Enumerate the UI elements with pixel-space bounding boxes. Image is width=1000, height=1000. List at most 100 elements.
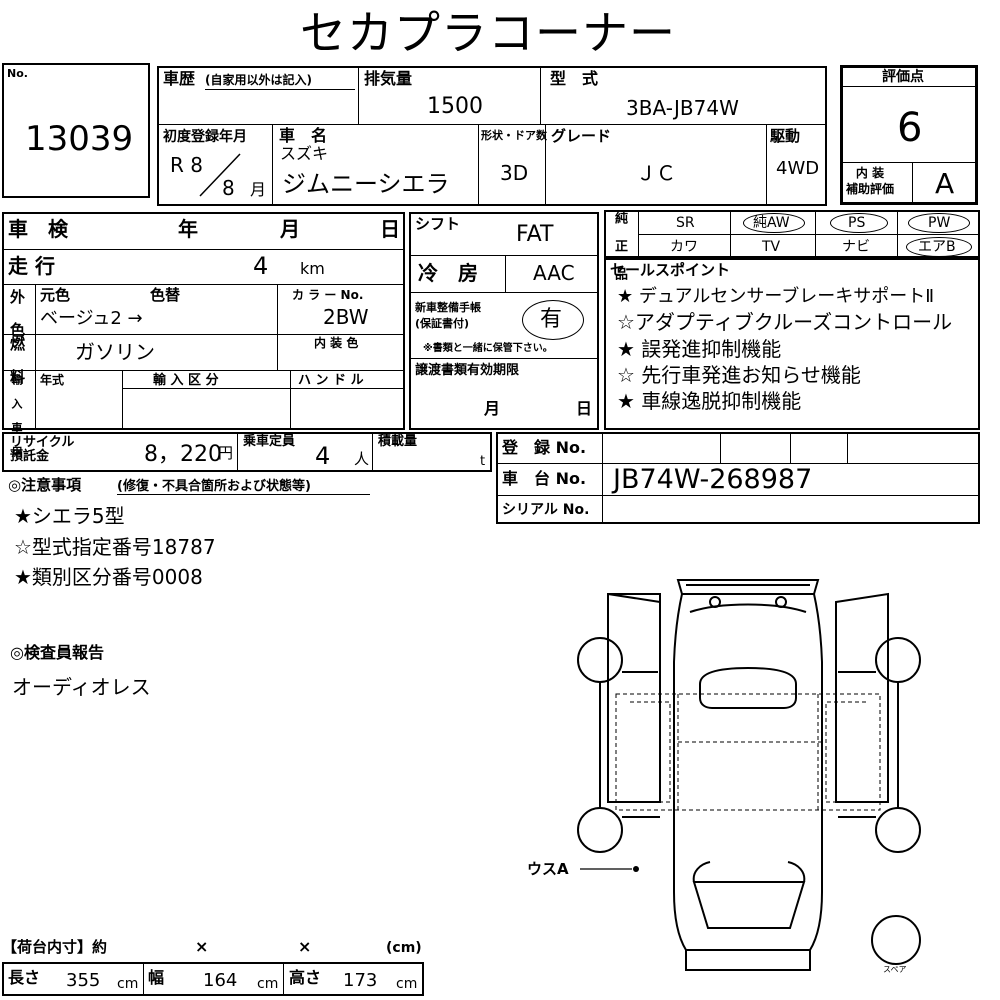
- sales-point-2: ☆アダプティブクルーズコントロール: [617, 310, 953, 334]
- recycle-value: 8，220: [144, 442, 222, 467]
- serial-no-label: シリアル No.: [502, 502, 590, 518]
- cargo-box: [2, 962, 424, 996]
- load-label: 積載量: [378, 434, 418, 449]
- lot-number: 13039: [25, 119, 134, 159]
- history-label: 車歴: [163, 69, 196, 88]
- equip-pw: PW: [928, 215, 951, 231]
- capacity-value: 4: [315, 442, 331, 470]
- fuel-value: ガソリン: [75, 340, 155, 364]
- drive-value: 4WD: [776, 158, 820, 179]
- sales-point-5: ★ 車線逸脱抑制機能: [617, 389, 802, 413]
- spare-label: スペア: [883, 965, 907, 974]
- recycle-box: [2, 432, 492, 472]
- mileage-unit: km: [300, 259, 325, 278]
- fuel-side-label: 燃 料: [8, 336, 26, 384]
- note-1: ★シエラ5型: [14, 504, 125, 528]
- equip-airbag-circle: [906, 237, 972, 257]
- first-registration-label: 初度登録年月: [163, 129, 247, 145]
- car-maker: スズキ: [280, 144, 329, 163]
- shift-label: シフト: [415, 215, 461, 233]
- import-year-label: 年式: [40, 373, 65, 387]
- cargo-length-unit: cm: [117, 976, 139, 992]
- equip-leather: カワ: [670, 239, 698, 255]
- sales-point-4: ☆ 先行車発進お知らせ機能: [617, 363, 861, 387]
- doors-label: 形状・ドア数: [481, 129, 547, 142]
- cargo-width: 164: [203, 970, 238, 991]
- notes-sub-label: (修復・不具合箇所および状態等): [117, 479, 311, 494]
- evaluation-label: 評価点: [882, 69, 924, 85]
- equip-tv: TV: [762, 239, 781, 255]
- inspection-box: [2, 212, 405, 430]
- grade-label: グレード: [551, 127, 612, 145]
- first-registration-era: R 8: [170, 153, 203, 177]
- note-2: ☆型式指定番号18787: [14, 535, 216, 559]
- color-code-value: 2BW: [323, 305, 369, 329]
- vehicle-info-box: [157, 66, 827, 206]
- cargo-x1: ×: [195, 937, 209, 956]
- first-registration-month: 8: [222, 176, 235, 200]
- capacity-label: 乗車定員: [243, 434, 296, 449]
- registration-no-label: 登 録 No.: [502, 438, 587, 457]
- cargo-height-unit: cm: [396, 976, 418, 992]
- mileage-value: 4: [253, 252, 269, 280]
- car-name-label: 車 名: [279, 126, 328, 145]
- color-original-label: 元色: [40, 286, 71, 304]
- maintenance-value: 有: [540, 307, 563, 332]
- aircon-label: 冷 房: [418, 261, 478, 285]
- history-sub-label: (自家用以外は記入): [205, 73, 312, 87]
- displacement-value: 1500: [427, 94, 483, 119]
- inspection-year: 年: [178, 217, 198, 241]
- equip-ps-circle: [830, 213, 888, 233]
- inspection-month: 月: [280, 217, 300, 241]
- registration-box: [496, 432, 980, 524]
- drive-label: 駆動: [770, 127, 801, 145]
- model-code-label: 型 式: [550, 69, 599, 88]
- grade-value: ＪＣ: [636, 161, 676, 185]
- sales-point-3: ★ 誤発進抑制機能: [617, 337, 782, 361]
- import-handle-label: ハ ン ド ル: [298, 373, 364, 388]
- shift-box: [409, 212, 599, 430]
- evaluation-score: 6: [897, 105, 923, 151]
- equip-ps: PS: [848, 215, 866, 231]
- capacity-unit: 人: [354, 450, 370, 468]
- recycle-unit: 円: [218, 444, 234, 462]
- inspection-day: 日: [380, 217, 400, 241]
- note-3: ★類別区分番号0008: [14, 565, 203, 589]
- car-diagram: [577, 579, 921, 971]
- interior-grade-label: 内 装 補助評価: [846, 166, 895, 196]
- lot-box: [2, 63, 150, 198]
- color-side-label: 外 色: [8, 289, 26, 337]
- cargo-height: 173: [343, 970, 378, 991]
- transfer-month: 月: [484, 399, 501, 418]
- interior-color-label: 内 装 色: [314, 336, 359, 350]
- notes-label: ◎注意事項: [8, 476, 82, 494]
- equip-alloy-wheel: 純AW: [753, 215, 790, 231]
- displacement-label: 排気量: [364, 69, 413, 88]
- car-name-value: ジムニーシエラ: [282, 170, 450, 198]
- cargo-unit-label: (cm): [386, 940, 422, 956]
- chassis-no-value: JB74W-268987: [613, 464, 813, 495]
- import-side-label: 輸 入 車 用: [10, 374, 23, 457]
- color-change-label: 色替: [150, 286, 181, 304]
- equip-navi: ナビ: [842, 239, 870, 255]
- cargo-label: 【荷台内寸】約: [2, 938, 108, 956]
- transfer-day: 日: [576, 399, 593, 418]
- shift-value: FAT: [516, 222, 554, 247]
- diagram-annotation: ウスA: [527, 860, 569, 878]
- chassis-no-label: 車 台 No.: [502, 469, 587, 488]
- equip-pw-circle: [908, 213, 970, 233]
- recycle-label: リサイクル 預託金: [10, 435, 75, 465]
- date-slash: [195, 152, 245, 198]
- equip-alloy-circle: [743, 213, 805, 233]
- inspection-label: 車 検: [8, 217, 68, 241]
- inspector-label: ◎検査員報告: [10, 643, 104, 662]
- aircon-value: AAC: [533, 261, 575, 285]
- sales-point-1: ★ デュアルセンサーブレーキサポートⅡ: [617, 286, 935, 307]
- maintenance-note: ※書類と一緒に保管下さい。: [423, 343, 553, 354]
- sales-points-label: セールスポイント: [610, 261, 731, 279]
- model-code-value: 3BA-JB74W: [626, 96, 739, 120]
- cargo-width-unit: cm: [257, 976, 279, 992]
- color-original-value: ベージュ2 →: [40, 308, 143, 329]
- inspector-text: オーディオレス: [12, 675, 151, 699]
- load-unit: t: [480, 454, 486, 469]
